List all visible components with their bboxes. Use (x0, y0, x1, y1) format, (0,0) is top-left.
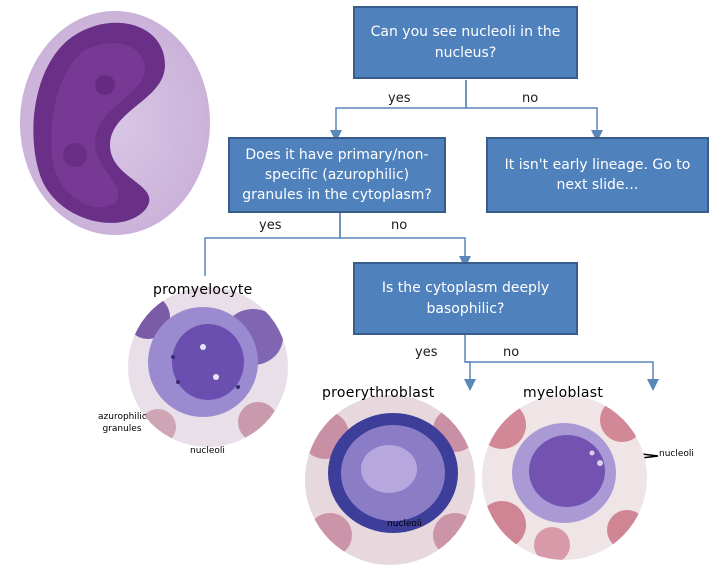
connector-q2-no (339, 212, 471, 268)
question-basophilic-text: Is the cytoplasm deeply basophilic? (381, 280, 550, 317)
promyelocyte-image (128, 287, 288, 447)
not-early-lineage-text: It isn't early lineage. Go to next slide… (504, 156, 691, 193)
branch-q2-yes: yes (259, 218, 282, 233)
result-promyelocyte: promyelocyte (153, 282, 253, 298)
result-myeloblast: myeloblast (523, 385, 604, 401)
connector-q3-yes (464, 335, 476, 391)
annotation-azurophilic-granules: azurophilic granules (98, 412, 147, 434)
result-proerythroblast: proerythroblast (322, 385, 435, 401)
band-cell-image (20, 11, 210, 235)
question-basophilic-box: Is the cytoplasm deeply basophilic? (353, 262, 578, 335)
connector-q3-no (465, 361, 659, 391)
annotation-nucleoli-proerythroblast: nucleoli (387, 519, 422, 529)
connector-q1-no (465, 80, 603, 142)
question-nucleoli-text: Can you see nucleoli in the nucleus? (370, 24, 561, 61)
branch-q1-no: no (522, 91, 539, 106)
connector-q1-yes (330, 80, 467, 142)
annotation-nucleoli-myeloblast: nucleoli (659, 449, 694, 459)
branch-q1-yes: yes (388, 91, 411, 106)
question-nucleoli-box: Can you see nucleoli in the nucleus? (353, 6, 578, 79)
question-granules-text: Does it have primary/non-specific (azuro… (242, 146, 432, 204)
branch-q3-no: no (503, 345, 520, 360)
branch-q3-yes: yes (415, 345, 438, 360)
annotation-nucleoli-promyelocyte: nucleoli (190, 446, 225, 456)
not-early-lineage-box: It isn't early lineage. Go to next slide… (486, 137, 709, 213)
question-granules-box: Does it have primary/non-specific (azuro… (228, 137, 446, 213)
myeloblast-image (482, 395, 647, 560)
branch-q2-no: no (391, 218, 408, 233)
